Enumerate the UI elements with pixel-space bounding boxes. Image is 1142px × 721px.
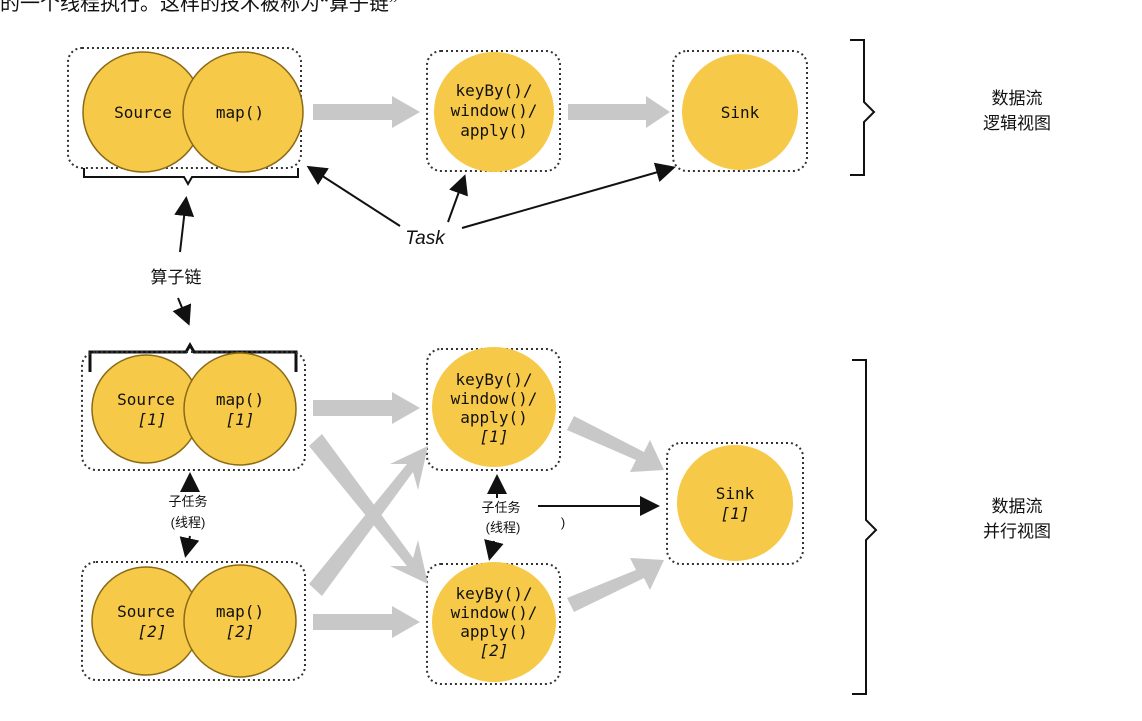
source1-index: [1] (138, 410, 167, 429)
parallel-view-brace (852, 359, 878, 695)
logical-view-label-1: 数据流 (992, 89, 1043, 108)
subtask-label-1-line1: 子任务 (168, 494, 207, 509)
subtask-pointer-1-down (179, 535, 200, 558)
flow-arrow-chain2-keyby1 (309, 446, 428, 596)
logical-view-brace (850, 39, 876, 176)
sink-box-parallel (666, 442, 804, 565)
map1-node (183, 352, 297, 466)
map1-index: [1] (226, 410, 255, 429)
flow-arrow-chain1-keyby1 (313, 392, 420, 424)
source2-label: Source (117, 602, 175, 621)
keyby2-index: [2] (480, 641, 509, 660)
keyby-node (434, 52, 554, 172)
map2-label: map() (216, 602, 264, 621)
chain-brace-parallel (88, 341, 298, 372)
map2-index: [2] (226, 622, 255, 641)
subtask-pointer-2-down (484, 539, 504, 561)
sink1-node (677, 445, 793, 561)
subtask-label-1-line2: (线程) (171, 515, 206, 530)
sink1-index: [1] (721, 504, 750, 523)
keyby1-line3: apply() (460, 408, 527, 427)
flow-arrow-chain-to-keyby (313, 96, 420, 128)
flow-arrow-keyby-to-sink (568, 96, 670, 128)
source-label: Source (114, 103, 172, 122)
sink-node (682, 54, 798, 170)
flow-arrow-keyby1-sink (567, 416, 664, 472)
source1-label: Source (117, 390, 175, 409)
keyby-box-parallel-1 (426, 348, 561, 471)
sink-box-logical (672, 50, 808, 172)
task-pointer-sink (461, 162, 676, 229)
keyby2-line1: keyBy()/ (455, 584, 532, 603)
chain-pointer-down (172, 297, 192, 326)
sink1-label: Sink (716, 484, 755, 503)
keyby1-index: [1] (480, 427, 509, 446)
source2-index: [2] (138, 622, 167, 641)
top-caption: 的一个线程执行。这样的技术被称为“算子链” (0, 0, 398, 15)
keyby1-node (432, 347, 556, 467)
subtask-label-2-line1: 子任务 (481, 500, 520, 515)
keyby2-line2: window()/ (451, 603, 538, 622)
chain-brace-top (83, 168, 299, 187)
keyby2-line3: apply() (460, 622, 527, 641)
map2-node (183, 564, 297, 678)
keyby1-line1: keyBy()/ (455, 370, 532, 389)
logical-view-label-2: 逻辑视图 (983, 114, 1051, 133)
parallel-view-label-1: 数据流 (992, 497, 1043, 516)
flow-arrow-chain2-keyby2 (313, 606, 420, 638)
keyby-line3: apply() (460, 121, 527, 140)
keyby-line1: keyBy()/ (455, 81, 532, 100)
subtask-label-2-line2: (线程) (486, 520, 521, 535)
map-label: map() (216, 103, 264, 122)
flow-arrow-chain1-keyby2 (309, 434, 428, 584)
sink-label: Sink (721, 103, 760, 122)
chain-box-parallel-1 (81, 351, 306, 471)
keyby1-line2: window()/ (451, 389, 538, 408)
keyby2-node (432, 562, 556, 682)
task-pointer-keyby (447, 174, 468, 223)
chain-pointer-up (174, 196, 195, 253)
chain-box-parallel-2 (81, 561, 306, 681)
keyby-line2: window()/ (451, 101, 538, 120)
task-label: Task (405, 228, 446, 249)
stray-paren: ) (561, 515, 565, 530)
parallel-view-label-2: 并行视图 (983, 522, 1051, 541)
map-node (182, 51, 304, 173)
operator-chain-label: 算子链 (151, 268, 202, 287)
flow-arrow-keyby2-sink (567, 558, 664, 612)
task-pointer-chain (306, 165, 401, 227)
map1-label: map() (216, 390, 264, 409)
